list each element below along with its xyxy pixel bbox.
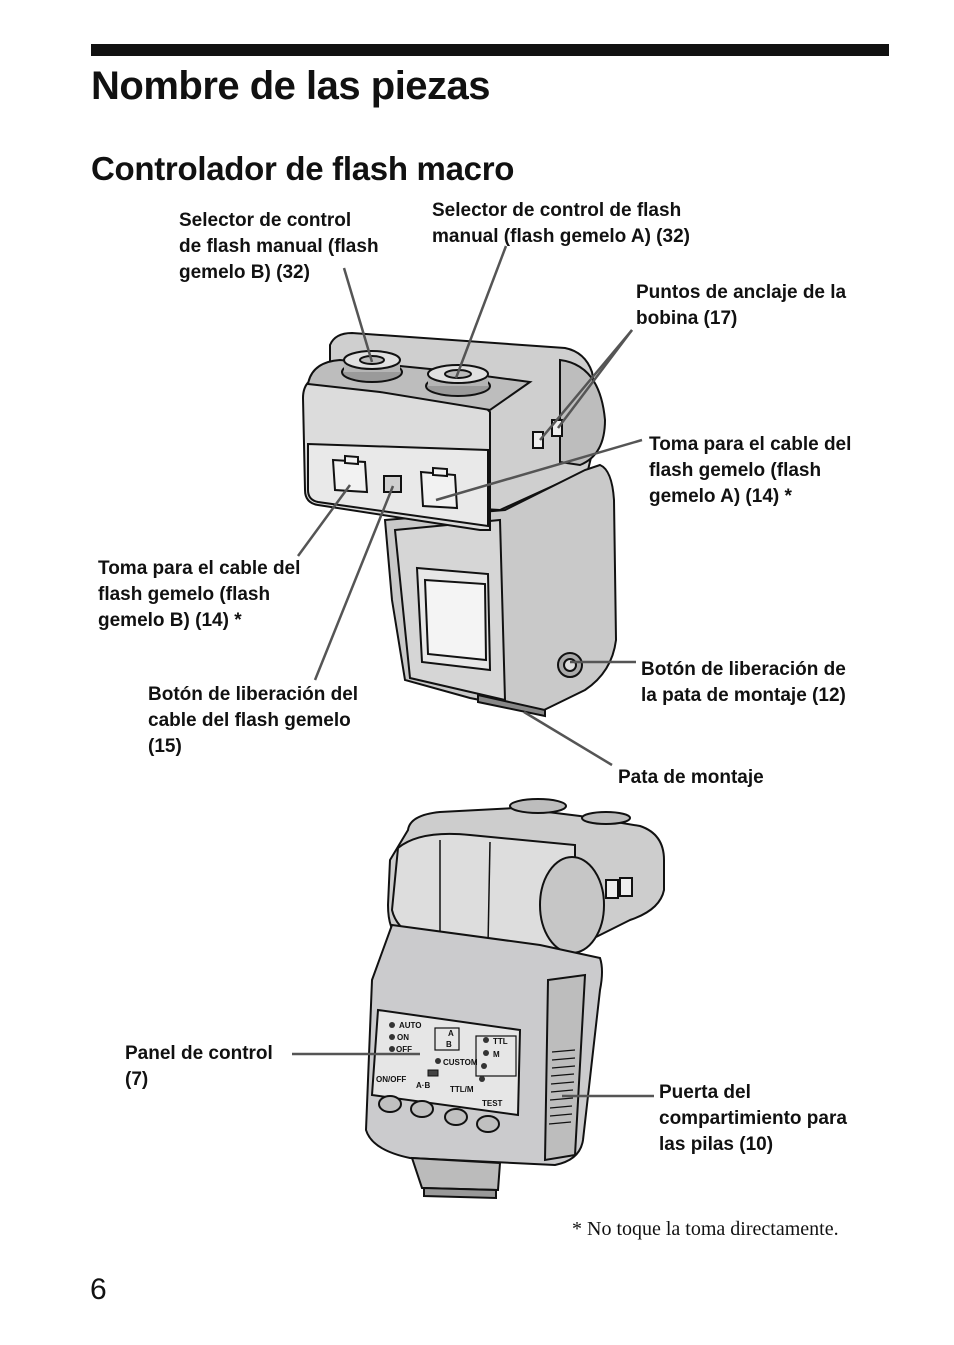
panel-label-test: TEST — [482, 1099, 503, 1108]
panel-label-onoff: ON/OFF — [376, 1075, 406, 1084]
panel-label-off: OFF — [396, 1045, 412, 1054]
callout-toma-cable-b: Toma para el cable del flash gemelo (fla… — [98, 558, 301, 631]
panel-label-ab: A·B — [416, 1081, 430, 1090]
callout-pata-montaje: Pata de montaje — [618, 767, 764, 788]
footnote: * No toque la toma directamente. — [572, 1218, 839, 1240]
panel-label-ttl: TTL — [493, 1037, 508, 1046]
panel-label-ttlm: TTL/M — [450, 1085, 474, 1094]
callout-selector-flash-b: Selector de control de flash manual (fla… — [179, 210, 379, 283]
panel-label-custom: CUSTOM — [443, 1058, 478, 1067]
macro-flash-controller-top-illustration — [301, 331, 618, 718]
callout-selector-flash-a: Selector de control de flash manual (fla… — [432, 200, 690, 247]
control-panel-labels: AUTO ON OFF A B CUSTOM TTL M ON/OFF A·B … — [376, 1021, 508, 1108]
macro-flash-controller-back-illustration — [364, 798, 665, 1200]
callout-anclaje-bobina: Puntos de anclaje de la bobina (17) — [636, 282, 847, 329]
header-rule — [91, 44, 889, 56]
panel-label-m: M — [493, 1050, 500, 1059]
callout-liberacion-cable: Botón de liberación del cable del flash … — [148, 684, 359, 757]
callout-toma-cable-a: Toma para el cable del flash gemelo (fla… — [649, 434, 852, 507]
panel-label-a: A — [448, 1029, 454, 1038]
panel-label-auto: AUTO — [399, 1021, 422, 1030]
callout-puerta-pilas: Puerta del compartimiento para las pilas… — [659, 1082, 847, 1155]
panel-label-on: ON — [397, 1033, 409, 1042]
page-title: Nombre de las piezas — [91, 64, 491, 108]
leader-lines — [292, 245, 654, 1098]
section-title: Controlador de flash macro — [91, 150, 515, 187]
panel-label-b: B — [446, 1040, 452, 1049]
callout-panel-control: Panel de control (7) — [125, 1043, 273, 1090]
page-number: 6 — [90, 1273, 107, 1306]
callout-liberacion-pata: Botón de liberación de la pata de montaj… — [641, 659, 846, 706]
